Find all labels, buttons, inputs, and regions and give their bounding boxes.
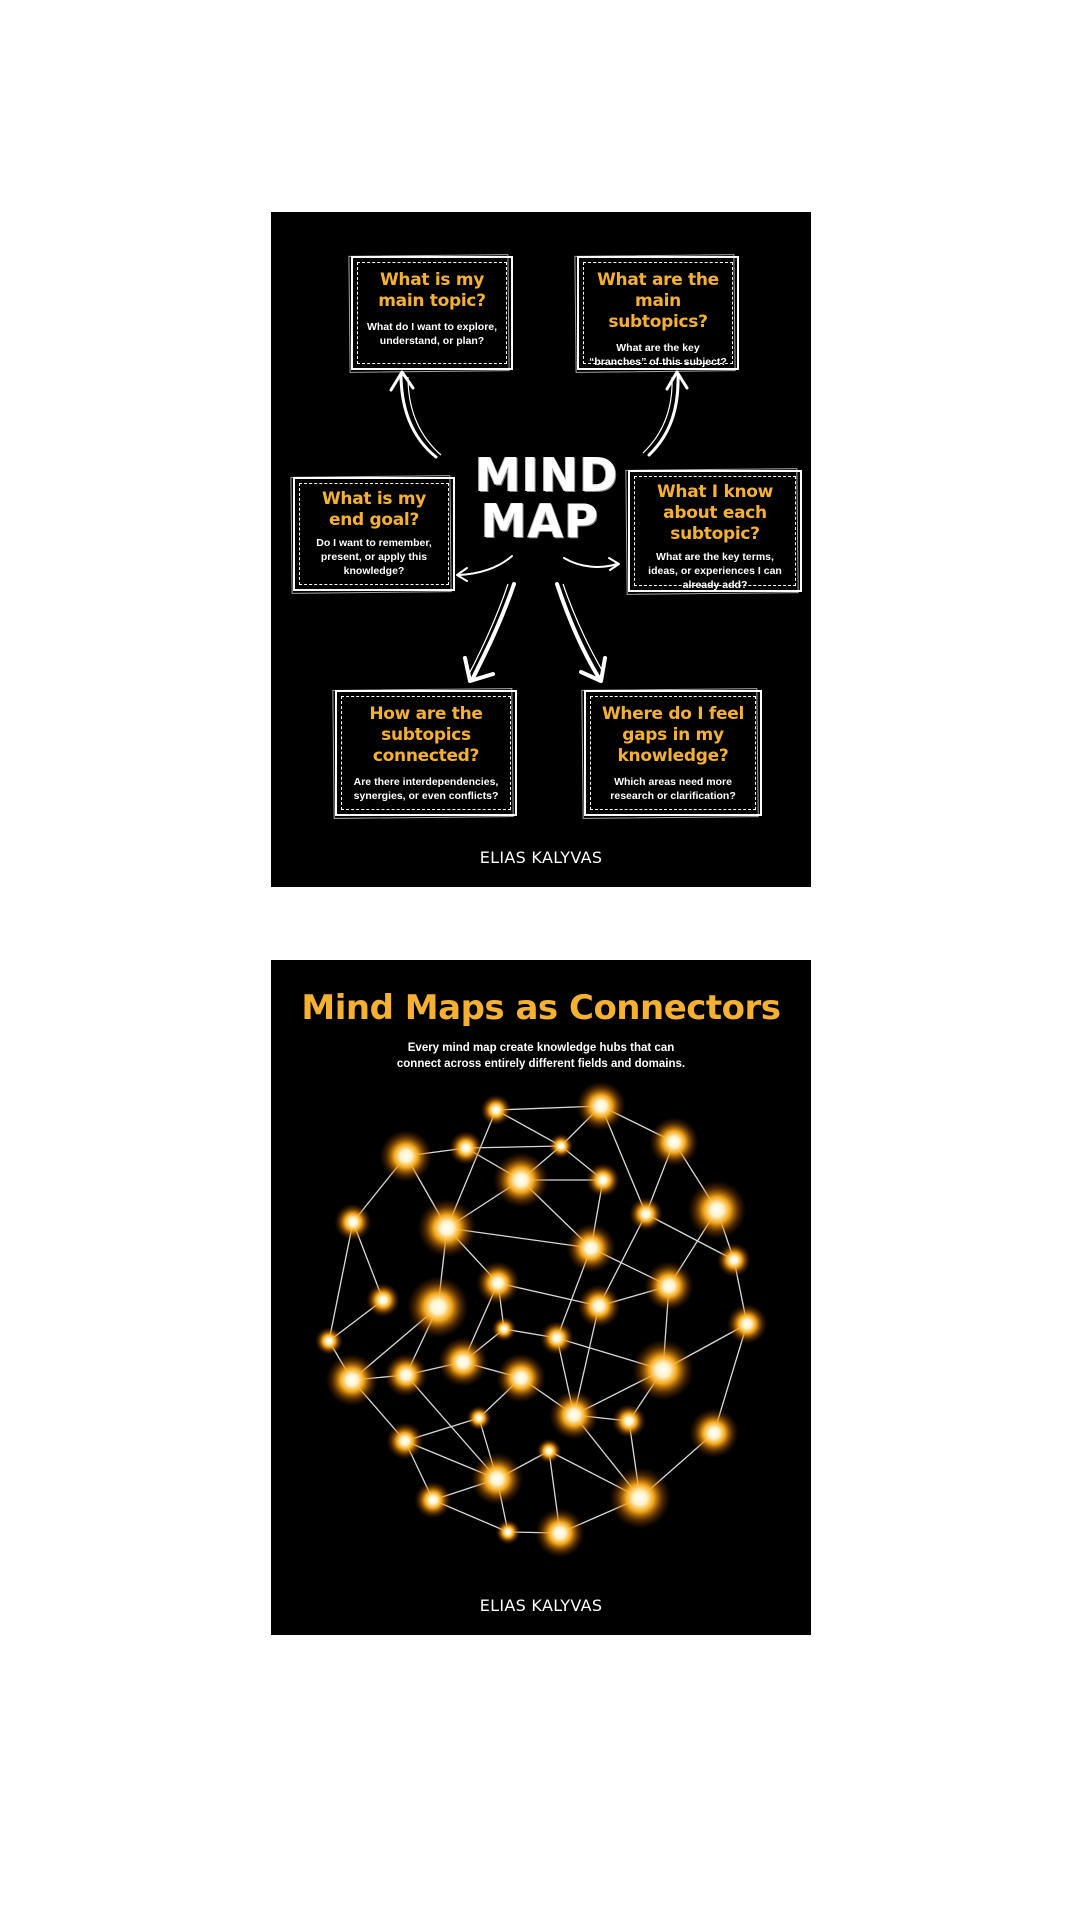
card-title: Mind Maps as Connectors [301,988,781,1028]
arrow-to-gaps [555,582,601,680]
box-subtitle: Which areas need more research or clarif… [610,776,736,802]
network-node [334,1203,372,1241]
network-node [325,1353,379,1407]
network-node [649,1117,699,1167]
title-line-mind: MIND [475,448,619,502]
network-node [726,1303,768,1345]
mind-map-card: What is my main topic? What do I want to… [271,212,811,887]
box-knowledge-gaps: Where do I feel gaps in my knowledge? Wh… [584,690,762,816]
network-node [448,1130,484,1166]
arrow-to-subtopics [647,372,680,457]
box-subtitle: Do I want to remember, present, or apply… [316,537,432,577]
network-node [384,1353,428,1397]
box-subtitle: Are there interdependencies, synergies, … [353,776,499,802]
network-node [417,1198,477,1258]
network-node [407,1276,469,1338]
box-subtitle: What are the key “branches” of this subj… [589,342,727,368]
arrow-to-connections [470,582,516,682]
box-subtitle: What do I want to explore, understand, o… [366,321,498,347]
network-node [466,1405,492,1431]
network-node [414,1481,452,1519]
network-node [577,1284,621,1328]
network-node [470,1452,524,1506]
network-node [495,1519,521,1545]
box-subtitle: What are the key terms, ideas, or experi… [648,551,782,591]
network-node [576,1081,626,1131]
network-node [609,1467,671,1529]
network-node [632,1339,694,1401]
network-edge [328,1221,354,1342]
network-node [365,1282,401,1318]
network-node [535,1508,585,1558]
network-node [549,1390,599,1440]
author-name: ELIAS KALYVAS [479,848,603,867]
network-node [716,1242,752,1278]
arrow-to-main-topic [399,372,438,459]
network-node [491,1316,517,1342]
box-end-goal: What is my end goal? Do I want to rememb… [293,477,455,591]
box-title: What I know about each subtopic? [656,482,774,544]
arrow-to-knowledge [563,557,618,568]
box-title: How are the subtopics connected? [369,704,483,766]
network-illustration [315,1081,768,1558]
title-line-map: MAP [480,494,600,548]
network-node [480,1094,512,1126]
network-node [496,1353,546,1403]
network-node [611,1403,647,1439]
network-node [687,1180,747,1240]
box-title: What is my end goal? [321,489,427,530]
box-main-topic: What is my main topic? What do I want to… [351,256,513,370]
network-node [386,1422,424,1460]
box-knowledge-per-subtopic: What I know about each subtopic? What ar… [628,470,802,592]
network-node [689,1408,739,1458]
network-node [644,1261,694,1311]
network-node [493,1152,549,1208]
network-node [476,1261,520,1305]
network-node [438,1337,488,1387]
box-title: What are the main subtopics? [597,270,719,332]
network-node [628,1196,664,1232]
network-node [539,1320,575,1356]
network-node [379,1129,433,1183]
mind-map-arrows [389,370,689,683]
network-node [536,1438,562,1464]
network-node [548,1133,574,1159]
box-title: Where do I feel gaps in my knowledge? [601,704,744,766]
author-name: ELIAS KALYVAS [479,1596,603,1615]
mind-map-title: MIND MAP [475,448,619,548]
box-main-subtopics: What are the main subtopics? What are th… [577,256,739,370]
box-subtopic-connections: How are the subtopics connected? Are the… [335,690,517,816]
arrow-to-end-goal [458,555,513,576]
connectors-card: Mind Maps as Connectors Every mind map c… [271,960,811,1635]
network-node [566,1223,616,1273]
network-node [585,1162,621,1198]
box-title: What is my main topic? [378,270,486,311]
network-node [315,1327,343,1355]
card-subtitle: Every mind map create knowledge hubs tha… [396,1042,686,1070]
